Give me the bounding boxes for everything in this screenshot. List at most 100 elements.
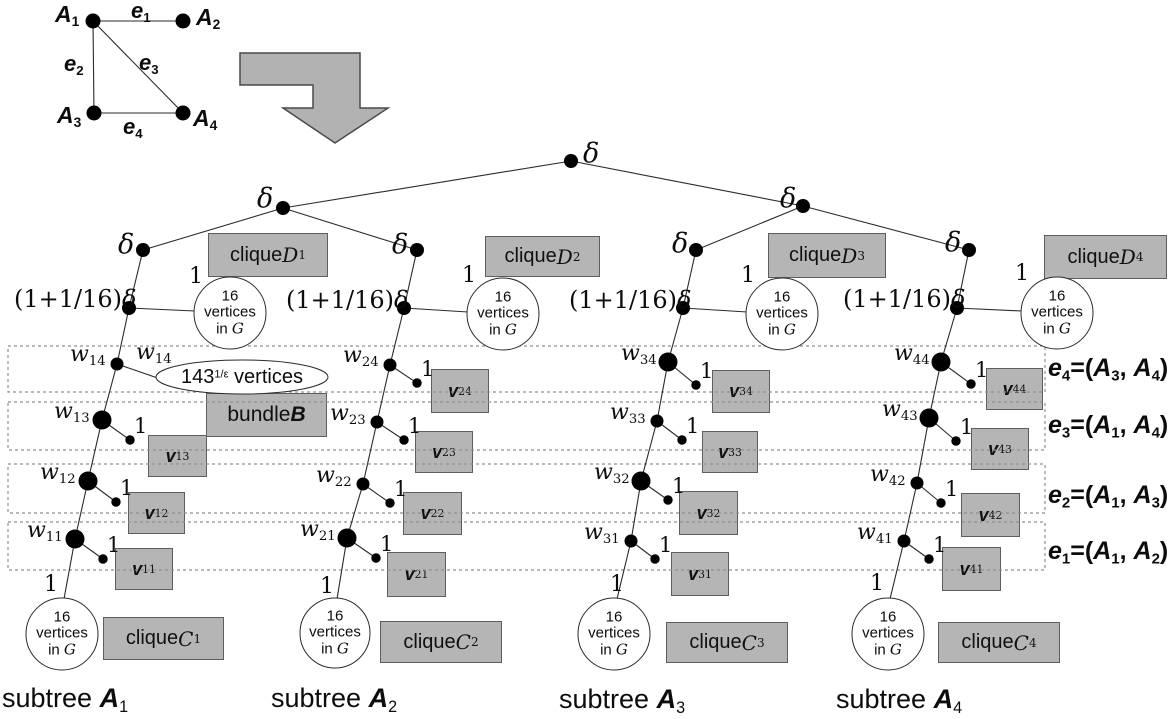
text-segment: e: [1048, 354, 1062, 382]
band-label-e3: e3=(A1, A4): [1048, 413, 1168, 441]
tree-node-dot: [410, 243, 424, 257]
w-node-endpoint-dot: [919, 408, 939, 428]
edge-line: [74, 480, 89, 540]
text-segment: v: [729, 381, 740, 401]
leaf-edge-weight-24: 1: [421, 359, 434, 380]
edge-line: [802, 205, 970, 251]
circle-text-line: 16: [588, 609, 640, 625]
edge-line: [903, 482, 918, 542]
text-segment: 1: [975, 358, 989, 382]
leaf-node-dot: [125, 435, 135, 445]
text-segment: v: [1002, 378, 1013, 399]
w-node-endpoint-dot: [931, 352, 951, 372]
text-segment: in: [216, 320, 232, 338]
text-segment: 23: [442, 445, 456, 459]
weight-label-3: (1+1/16)δ: [569, 288, 691, 313]
text-segment: G: [783, 320, 796, 339]
text-segment: 1: [741, 263, 755, 288]
text-segment: 2: [1061, 494, 1071, 512]
tree-node-dot: [950, 301, 964, 315]
w-node-endpoint-dot: [78, 471, 98, 491]
text-segment: 1: [120, 476, 134, 500]
text-segment: 3: [756, 635, 765, 650]
text-segment: subtree: [271, 683, 369, 713]
text-segment: δ: [677, 286, 692, 314]
text-segment: 4: [209, 118, 218, 134]
text-segment: 2: [1151, 550, 1160, 568]
leaf-edge-weight-22: 1: [394, 479, 407, 500]
w-node-dot: [897, 534, 911, 548]
graph-edge-label-e2: e2: [64, 53, 84, 78]
text-segment: 2: [212, 17, 221, 33]
text-segment: 1: [960, 415, 974, 439]
circle-text-line: 16: [756, 289, 808, 305]
w-label-44: w44: [894, 342, 930, 368]
text-segment: D: [1119, 245, 1136, 269]
bottom-circle-edge-weight-1: 1: [44, 573, 58, 596]
text-segment: A: [57, 102, 74, 128]
text-segment: 1: [659, 533, 673, 557]
text-segment: ,: [1119, 481, 1134, 509]
edge-line: [128, 307, 196, 312]
text-segment: clique: [230, 243, 283, 266]
circle-text-line: in G: [1031, 320, 1083, 338]
text-segment: δ: [945, 227, 962, 258]
band-e1: [7, 521, 1046, 571]
text-segment: 1: [1061, 550, 1071, 568]
vertices-circle-bottom-4: [851, 597, 925, 671]
leaf-node-dot: [399, 435, 409, 445]
tree-node-dot: [564, 154, 578, 168]
text-segment: 33: [628, 411, 646, 427]
text-segment: w: [882, 397, 901, 422]
text-segment: vertices: [309, 623, 361, 641]
text-segment: 1: [672, 474, 686, 498]
edge-line: [87, 419, 103, 482]
text-segment: 1: [71, 14, 80, 30]
w-node-dot: [110, 357, 124, 371]
leaf-edge-weight-13: 1: [134, 416, 147, 437]
leaf-node-dot: [691, 380, 701, 390]
tree-node-dot: [796, 199, 810, 213]
leaf-node-dot: [677, 435, 687, 445]
text-segment: v: [432, 441, 443, 462]
text-segment: 2: [388, 697, 398, 716]
text-segment: A: [1133, 537, 1152, 565]
text-segment: δ: [392, 229, 409, 260]
text-segment: 33: [728, 445, 742, 459]
text-segment: w: [621, 341, 640, 366]
edge-line: [616, 540, 632, 600]
top-circle-edge-weight-1: 1: [189, 265, 203, 288]
leaf-edge-weight-34: 1: [700, 361, 713, 382]
text-segment: 2: [470, 635, 479, 649]
text-segment: in: [768, 321, 784, 339]
text-segment: 3: [857, 248, 865, 263]
text-segment: 32: [612, 471, 630, 487]
leaf-edge-weight-21: 1: [380, 534, 393, 555]
w-label-42: w42: [870, 463, 906, 489]
w-label-21: w21: [300, 518, 336, 544]
leaf-edge-weight-41: 1: [933, 535, 946, 556]
text-segment: vertices: [204, 303, 256, 321]
graph-vertex-dot: [175, 13, 191, 29]
text-segment: (1+1/16): [14, 285, 122, 313]
text-segment: D: [282, 243, 299, 267]
text-segment: w: [70, 342, 89, 367]
w-label-14: w14: [70, 342, 106, 369]
text-segment: subtree: [559, 684, 657, 714]
w-label-22: w22: [316, 464, 352, 490]
delta-label-branch-left: δ: [257, 185, 273, 212]
text-segment: subtree: [836, 684, 934, 714]
text-segment: v: [988, 438, 999, 459]
edge-line: [682, 307, 748, 313]
text-segment: clique: [504, 245, 557, 267]
edge-line: [889, 540, 905, 600]
weight-label-1: (1+1/16)δ: [14, 287, 136, 312]
tree-node-dot: [676, 301, 690, 315]
